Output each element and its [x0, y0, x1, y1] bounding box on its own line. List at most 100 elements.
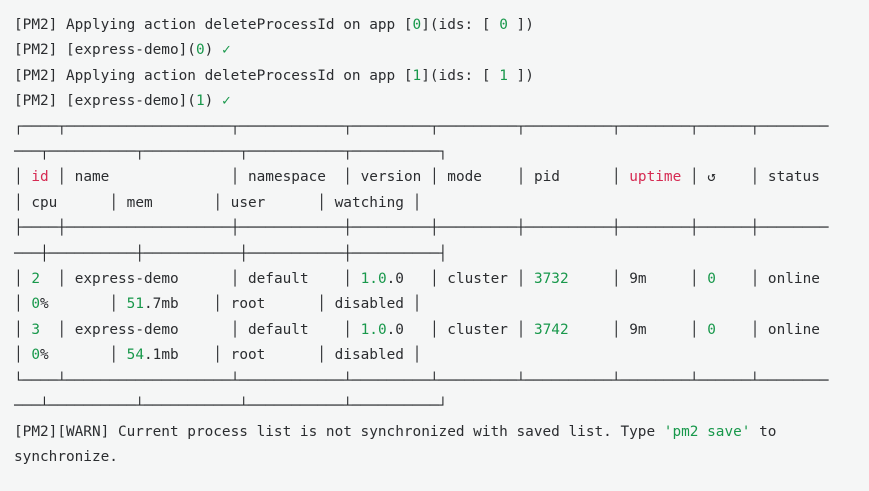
text-token	[699, 322, 708, 338]
text-token: 1.0	[360, 321, 387, 338]
text-token: 3742	[533, 321, 569, 338]
text-token: │	[403, 296, 422, 313]
text-token: │	[421, 169, 439, 186]
text-token: .0	[386, 321, 404, 338]
text-token: │	[715, 321, 760, 338]
text-token: │	[559, 169, 621, 186]
text-token: user	[230, 194, 266, 211]
text-token	[699, 169, 708, 185]
table-border-bottom: └────┴───────────────────┴────────────┴─…	[14, 369, 833, 420]
text-token: │	[109, 169, 240, 186]
text-token	[352, 271, 361, 287]
text-token: │	[568, 271, 621, 288]
table-header-row: │ id │ name │ namespace │ version │ mode…	[14, 165, 833, 216]
text-token	[525, 169, 534, 185]
table-border-top: ┌────┬───────────────────┬────────────┬─…	[14, 115, 833, 166]
text-token: │	[681, 169, 699, 186]
text-token: express-demo	[74, 321, 179, 338]
text-token: │	[48, 347, 118, 364]
text-token: ](ids: [	[421, 67, 500, 84]
text-token: 0	[499, 17, 508, 33]
text-token: default	[247, 271, 309, 288]
table-row: │ 3 │ express-demo │ default │ 1.0.0 │ c…	[14, 318, 833, 369]
text-token: │	[178, 296, 222, 313]
text-token	[352, 322, 361, 338]
text-token	[239, 271, 248, 287]
text-token	[239, 169, 248, 185]
text-token: 0	[31, 347, 41, 364]
text-token: │	[265, 194, 326, 211]
text-token: 1.0	[360, 271, 387, 288]
text-token: disabled	[334, 347, 404, 364]
text-token: root	[230, 347, 266, 364]
text-token	[66, 322, 75, 338]
text-token	[118, 195, 127, 211]
text-token: │	[14, 169, 23, 186]
text-token: 0	[707, 271, 716, 288]
restart-counter-icon: ↺	[707, 169, 716, 186]
text-token	[222, 347, 231, 363]
text-token: ┌────┬───────────────────┬────────────┬─…	[14, 118, 829, 161]
text-token: pid	[533, 169, 560, 186]
text-token: [PM2] [express-demo](	[14, 93, 196, 110]
text-token: 3	[31, 321, 41, 338]
text-token	[525, 322, 534, 338]
text-token	[621, 169, 630, 185]
text-token: ])	[507, 67, 534, 84]
text-token: ├────┼───────────────────┼────────────┼─…	[14, 220, 829, 262]
check-icon: ✓	[221, 42, 231, 59]
text-token	[699, 271, 708, 287]
text-token: │	[178, 271, 240, 288]
text-token: │	[57, 194, 118, 211]
text-token: 1	[499, 67, 508, 84]
text-token: root	[230, 296, 266, 313]
text-token: 1	[195, 93, 205, 110]
pm2-log-line: [PM2] Applying action deleteProcessId on…	[14, 13, 833, 38]
text-token: [PM2] Applying action deleteProcessId on…	[14, 67, 413, 84]
text-token: status	[767, 169, 820, 186]
text-token	[118, 296, 127, 312]
text-token: version	[360, 169, 422, 186]
text-token: ](ids: [	[421, 17, 500, 33]
text-token	[759, 271, 768, 287]
text-token	[239, 322, 248, 338]
text-token: │	[308, 321, 352, 338]
text-token: 1	[412, 67, 422, 84]
text-token: default	[247, 321, 309, 338]
text-token	[326, 347, 335, 363]
text-token: │	[403, 271, 439, 288]
text-token	[759, 169, 768, 185]
text-token	[439, 271, 448, 287]
text-token: 0	[412, 17, 422, 33]
text-token: │	[481, 169, 526, 186]
text-token: │	[646, 321, 699, 338]
text-token: 'pm2 save'	[663, 423, 751, 440]
text-token: │	[152, 194, 222, 211]
text-token: uptime	[629, 169, 682, 186]
table-row: │ 2 │ express-demo │ default │ 1.0.0 │ c…	[14, 267, 833, 318]
text-token: disabled	[334, 296, 404, 313]
text-token	[352, 169, 361, 185]
text-token: [PM2] [express-demo](	[14, 42, 196, 59]
pm2-log-line: [PM2] [express-demo](0) ✓	[14, 38, 833, 63]
text-token: [PM2] Applying action deleteProcessId on…	[14, 17, 413, 33]
text-token: │	[14, 321, 23, 338]
text-token: │	[646, 271, 699, 288]
text-token: 0	[707, 321, 716, 338]
text-token: 0	[195, 42, 205, 59]
text-token: .0	[386, 271, 404, 288]
text-token: online	[767, 321, 820, 338]
text-token: │	[403, 347, 422, 364]
text-token: online	[767, 271, 820, 288]
text-token: │	[715, 271, 760, 288]
table-separator: ├────┼───────────────────┼────────────┼─…	[14, 216, 833, 267]
text-token: %	[40, 347, 49, 364]
text-token: 54	[126, 347, 144, 364]
text-token: └────┴───────────────────┴────────────┴─…	[14, 372, 829, 415]
text-token	[439, 322, 448, 338]
text-token: │	[715, 169, 760, 186]
text-token: id	[31, 169, 49, 186]
text-token: │	[14, 271, 23, 288]
text-token: │	[325, 169, 352, 186]
text-token: │	[403, 321, 439, 338]
